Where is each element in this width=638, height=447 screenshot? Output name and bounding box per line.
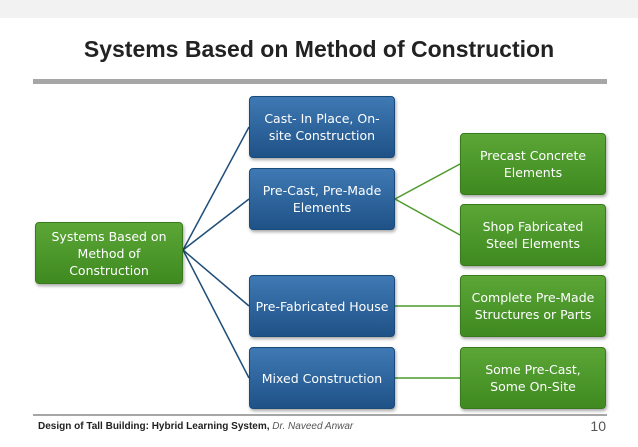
connector-root-to-precast xyxy=(182,198,250,251)
connector-precast-to-steel xyxy=(394,198,461,236)
footer: Design of Tall Building: Hybrid Learning… xyxy=(38,421,353,432)
node-precast-concrete-elements: Precast Concrete Elements xyxy=(460,133,606,195)
footer-divider xyxy=(33,414,607,416)
slide-title: Systems Based on Method of Construction xyxy=(83,36,555,62)
connector-root-to-cast-in-place xyxy=(182,126,250,251)
node-complete-premade-structures: Complete Pre-Made Structures or Parts xyxy=(460,275,606,337)
title-divider xyxy=(33,79,607,84)
page-number: 10 xyxy=(590,418,606,434)
footer-author: Dr. Naveed Anwar xyxy=(272,421,354,432)
footer-course: Design of Tall Building: Hybrid Learning… xyxy=(38,421,270,432)
node-some-precast-some-onsite: Some Pre-Cast, Some On-Site xyxy=(460,347,606,409)
node-prefabricated-house: Pre-Fabricated House xyxy=(249,275,395,337)
root-node: Systems Based on Method of Construction xyxy=(35,222,183,284)
connector-root-to-mixed xyxy=(182,249,250,379)
node-cast-in-place: Cast- In Place, On-site Construction xyxy=(249,96,395,158)
connector-precast-to-concrete xyxy=(394,163,461,200)
node-mixed-construction: Mixed Construction xyxy=(249,347,395,409)
top-band xyxy=(0,0,638,18)
connector-root-to-prefab-house xyxy=(182,249,250,307)
node-precast-elements: Pre-Cast, Pre-Made Elements xyxy=(249,168,395,230)
node-shop-fabricated-steel: Shop Fabricated Steel Elements xyxy=(460,204,606,266)
